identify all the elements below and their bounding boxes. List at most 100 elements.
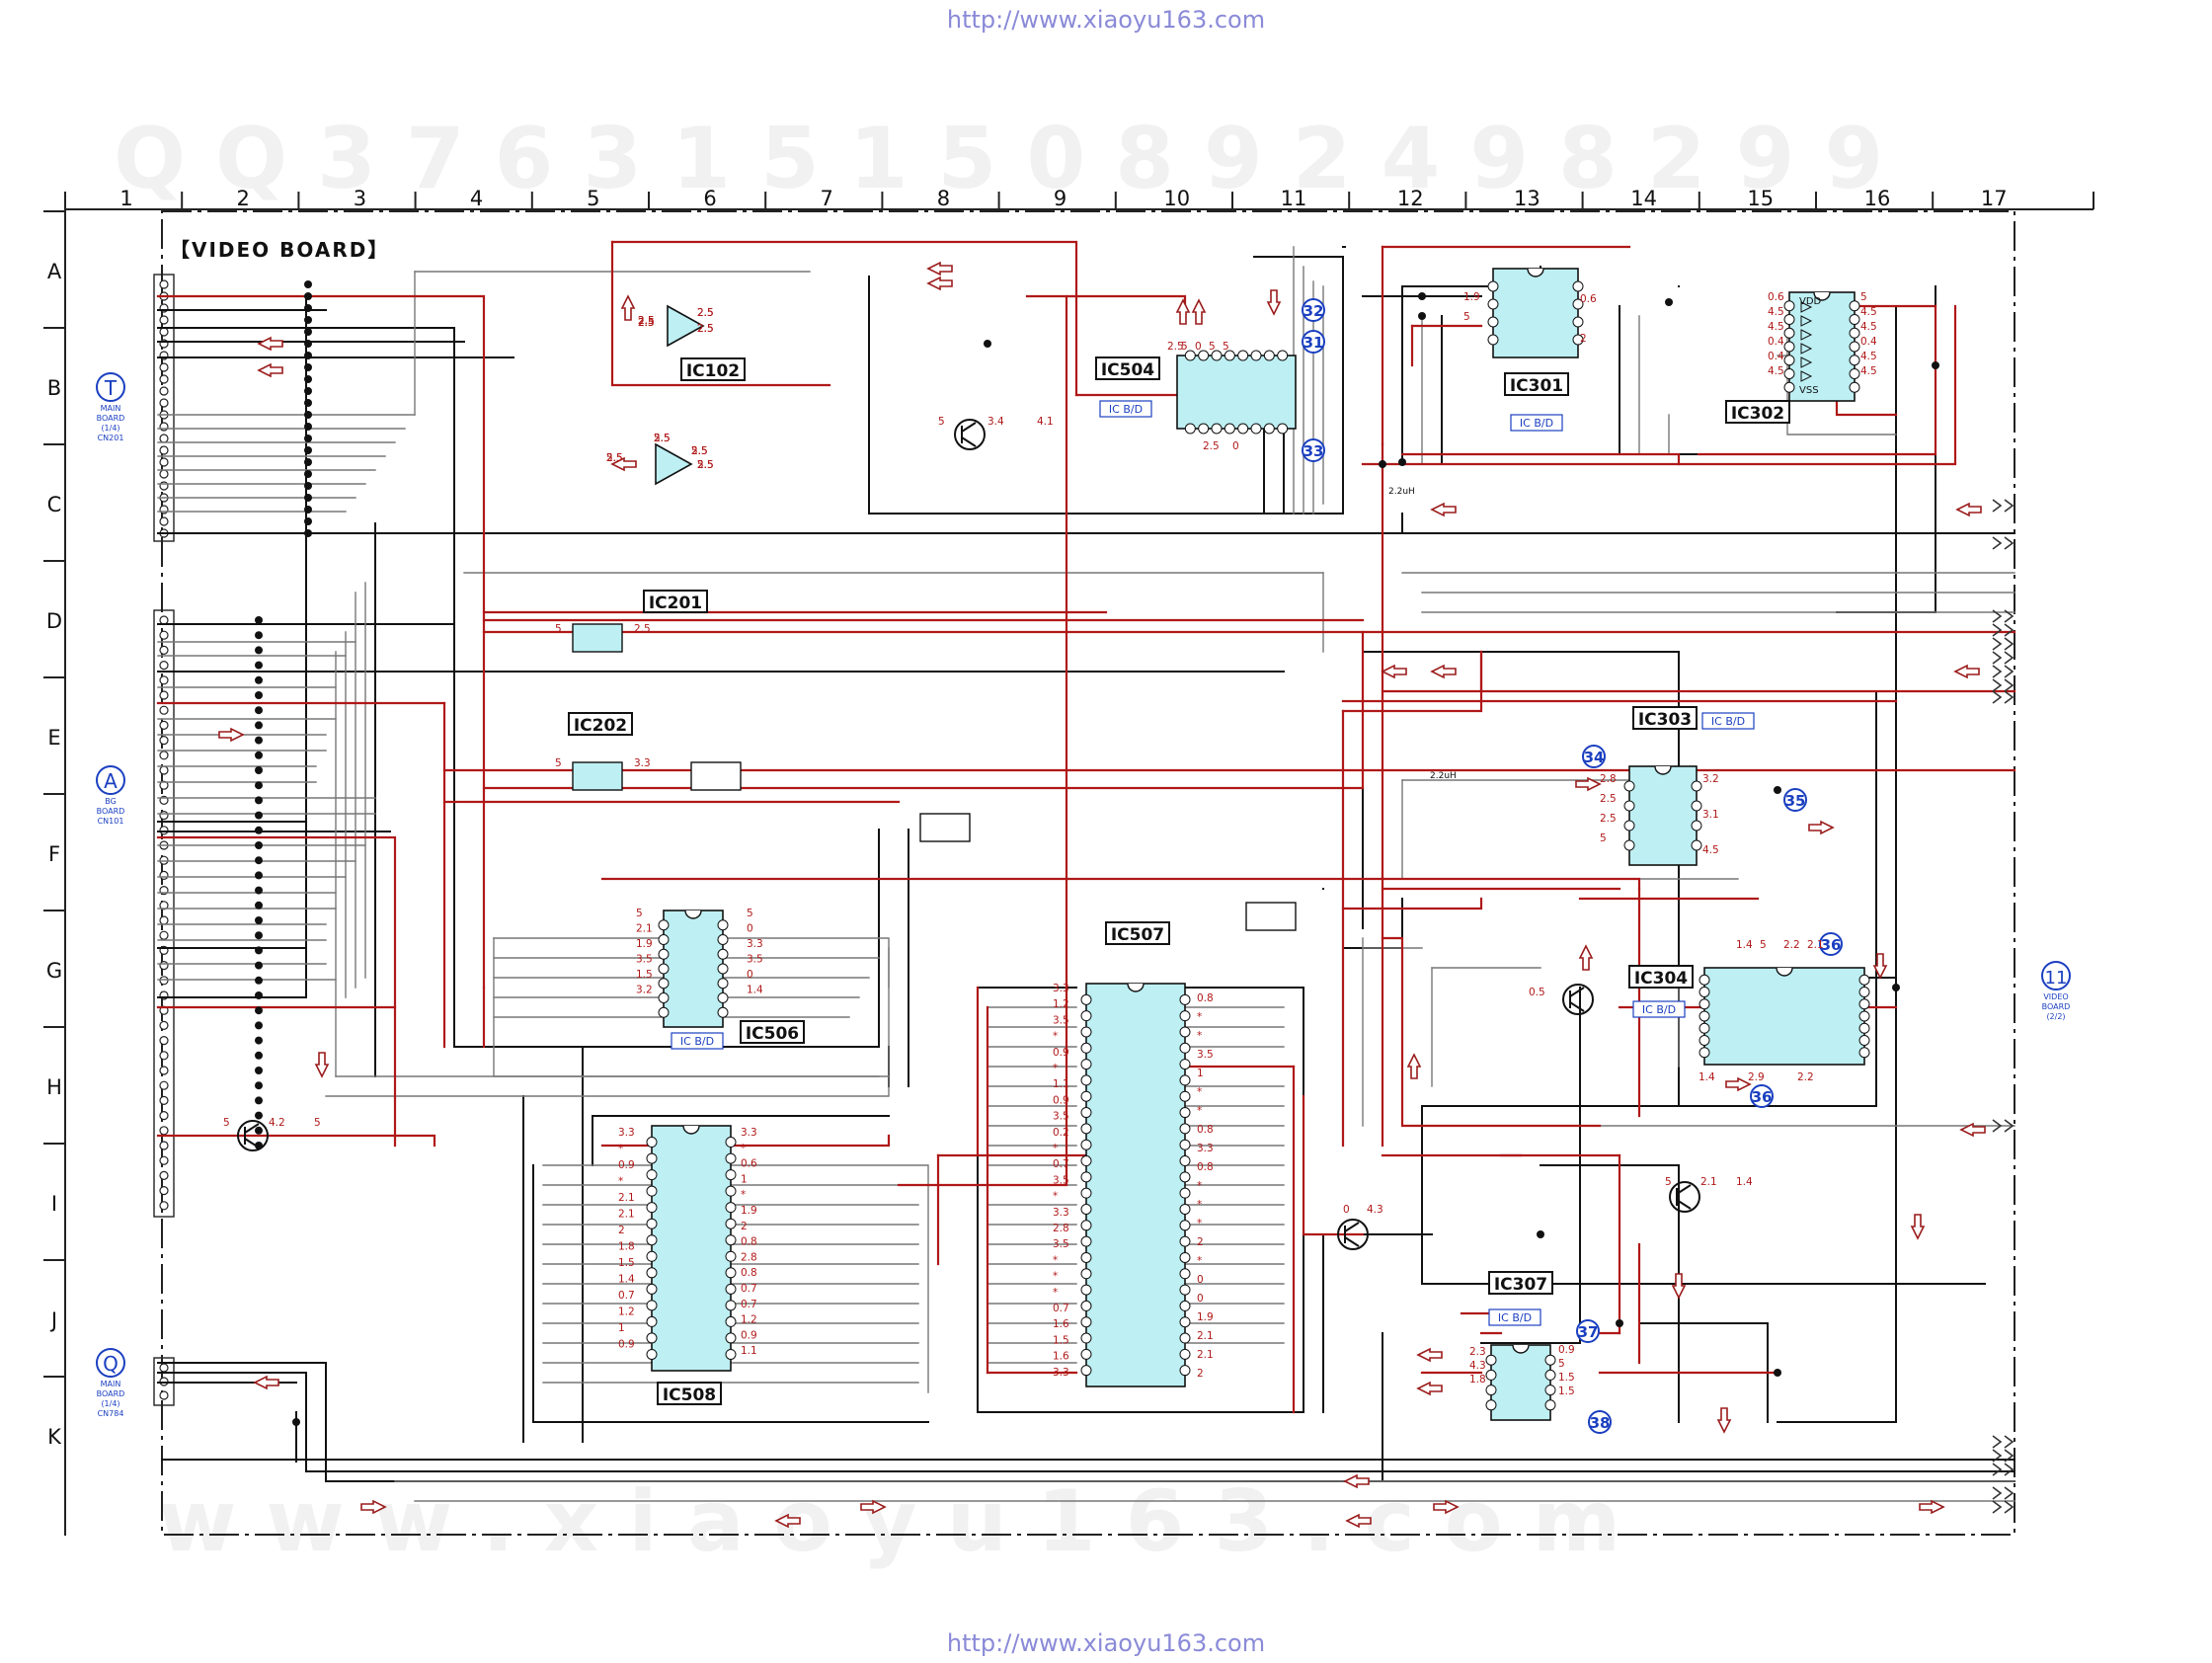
ic507-body-pin (1080, 1235, 1092, 1247)
voltage-label-ic302_right: 4.5 (1860, 321, 1877, 333)
header-url[interactable]: http://www.xiaoyu163.com (946, 6, 1266, 34)
voltage-label-ic201: 5 (555, 623, 562, 635)
voltage-label-ic508_left: 1.4 (618, 1274, 635, 1286)
svg-text:IC307: IC307 (1494, 1275, 1547, 1295)
connector-t-strip-pin (159, 505, 169, 515)
flow-arrow-left (253, 1375, 279, 1390)
inverter-symbol (1800, 315, 1813, 327)
voltage-label-ic508_right: 3.3 (741, 1127, 757, 1139)
voltage-label-ic301_right: 2 (1580, 333, 1587, 345)
inverter-symbol (1800, 329, 1813, 341)
ic507-body-pin (1179, 1187, 1191, 1199)
ic507-body-pin (1179, 1203, 1191, 1215)
connector-11[interactable]: 11 VIDEO BOARD (2/2) (2041, 961, 2071, 1021)
flow-arrow-left (1430, 664, 1457, 679)
voltage-label-q_right: 2.1 (1700, 1176, 1717, 1188)
junction-dot (255, 916, 263, 924)
flow-arrow-right (360, 1499, 387, 1515)
transistor-emitter (244, 1138, 260, 1148)
voltage-label-ic507_right: * (1197, 1199, 1202, 1211)
ic-label-ic504: IC504 (1095, 356, 1160, 380)
row-label-D: D (46, 609, 62, 633)
ic301-body-pin (1572, 334, 1584, 346)
voltage-label-ic507_right: * (1197, 1180, 1202, 1192)
voltage-label-ic307_left: 2.3 (1469, 1346, 1486, 1358)
junction-dot (255, 1067, 263, 1074)
ic-bd-tag (671, 1032, 724, 1050)
ic504-body-pin (1277, 423, 1289, 435)
junction-dot (1774, 1369, 1781, 1377)
column-label-4: 4 (470, 187, 483, 210)
ic506-body-pin (658, 992, 670, 1003)
connector-t-strip-pin (159, 398, 169, 408)
test-point (1576, 1319, 1600, 1343)
test-point (1783, 788, 1807, 812)
ic302-body-pin (1783, 300, 1795, 312)
svg-text:(2/2): (2/2) (2046, 1012, 2065, 1021)
ic507-body-pin (1080, 1268, 1092, 1280)
junction-dot (304, 387, 312, 395)
output-terminal (1992, 536, 2014, 550)
voltage-label-ic303_right: 3.1 (1702, 809, 1719, 821)
junction-dot (304, 280, 312, 288)
connector-a-strip-pin (159, 915, 169, 925)
flow-arrow-down (1716, 1407, 1732, 1434)
connector-q[interactable]: Q MAIN BOARD (1/4) CN784 (96, 1348, 125, 1418)
footer-url[interactable]: http://www.xiaoyu163.com (946, 1629, 1266, 1657)
voltage-label-ic102_a: 2.5 (697, 307, 714, 319)
ic304-body-pin (1858, 987, 1870, 997)
ic304-body-pin (1858, 1035, 1870, 1046)
column-label-13: 13 (1514, 187, 1540, 210)
ic304-body-pin (1858, 1010, 1870, 1022)
svg-text:BG: BG (105, 797, 117, 806)
connector-strips (153, 274, 175, 1406)
voltage-label-ic507_right: 0.8 (1197, 1124, 1214, 1136)
junction-dot (255, 1051, 263, 1060)
junction-dot (255, 946, 263, 955)
voltage-label-ic307_right: 1.5 (1558, 1372, 1575, 1384)
voltage-label-ic102_b: 2.5 (654, 433, 671, 444)
voltage-label-ic102_a: 2.5 (638, 315, 655, 327)
voltage-label-ic304_bottom: 2.2 (1797, 1071, 1814, 1083)
ic504-body-pin (1184, 423, 1196, 435)
connector-a-strip-pin (159, 705, 169, 715)
junction-dot (304, 411, 312, 419)
junction-dot (304, 340, 312, 348)
connector-t[interactable]: T MAIN BOARD (1/4) CN201 (96, 372, 125, 442)
flow-arrow-up (1175, 298, 1191, 325)
output-terminal (1992, 690, 2014, 704)
junction-dot (255, 661, 263, 670)
junction-dot (1616, 1319, 1623, 1327)
voltage-label-ic507_left: * (1053, 1191, 1058, 1203)
ic504-body-pin (1250, 350, 1262, 361)
test-point (1750, 1084, 1774, 1108)
junction-dot (255, 976, 263, 985)
ic507-body-pin (1080, 1316, 1092, 1328)
voltage-label-ic508_left: 1.8 (618, 1241, 635, 1253)
ic508-body-pin (725, 1348, 737, 1360)
flow-arrow-left (1381, 664, 1407, 679)
voltage-label-ic307_right: 0.9 (1558, 1344, 1575, 1356)
connector-t-strip-pin (159, 279, 169, 289)
connector-a-strip-pin (159, 1110, 169, 1121)
junction-dot (255, 781, 263, 790)
transistor-collector (244, 1123, 260, 1134)
ic304-body-pin (1858, 1047, 1870, 1059)
connector-a-strip-pin (159, 751, 169, 760)
ic-label-ic102: IC102 (680, 357, 746, 381)
test-point-label: 34 (1584, 749, 1605, 766)
voltage-label-ic507_right: 2.1 (1197, 1330, 1214, 1342)
transistor-emitter (1676, 1199, 1692, 1210)
junction-dot (255, 1081, 263, 1090)
connector-a[interactable]: A BG BOARD CN101 (96, 765, 125, 826)
ic507-body-pin (1080, 1074, 1092, 1086)
ic508-body-pin (646, 1283, 658, 1295)
wiring (156, 240, 2016, 1502)
voltage-label-q_right: 5 (1665, 1176, 1672, 1188)
ic202-body (572, 761, 623, 791)
svg-text:BOARD: BOARD (97, 1389, 125, 1398)
voltage-label-ic507_left: 0.7 (1053, 1303, 1069, 1314)
ic302-body-notch (1813, 291, 1831, 301)
voltage-label-ic507_left: 1.2 (1053, 998, 1069, 1010)
voltage-label-ic507_right: 0 (1197, 1293, 1204, 1305)
